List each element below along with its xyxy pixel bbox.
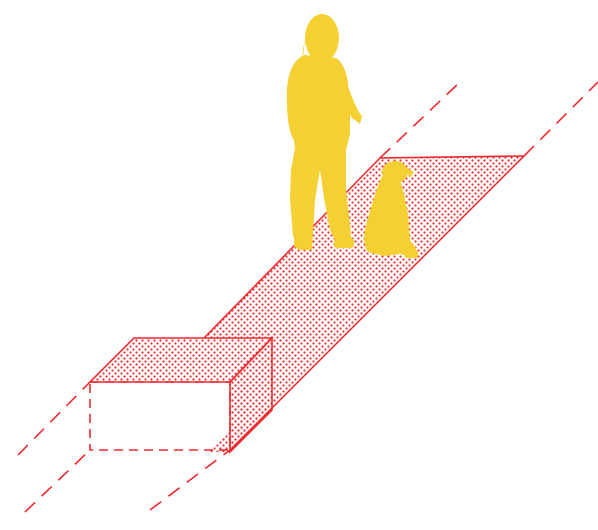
guide-line-lower-right xyxy=(523,81,598,157)
guide-line-lower-mid xyxy=(149,449,231,511)
dog-silhouette xyxy=(364,161,418,258)
guide-line-upper-left xyxy=(17,381,91,456)
dotted-path-strip xyxy=(203,155,525,453)
person-silhouette xyxy=(286,14,362,250)
block-box xyxy=(88,336,274,454)
guide-line-upper-right xyxy=(379,81,461,159)
dashed-guide-lines xyxy=(17,81,598,513)
guide-line-lower-left xyxy=(24,449,91,513)
